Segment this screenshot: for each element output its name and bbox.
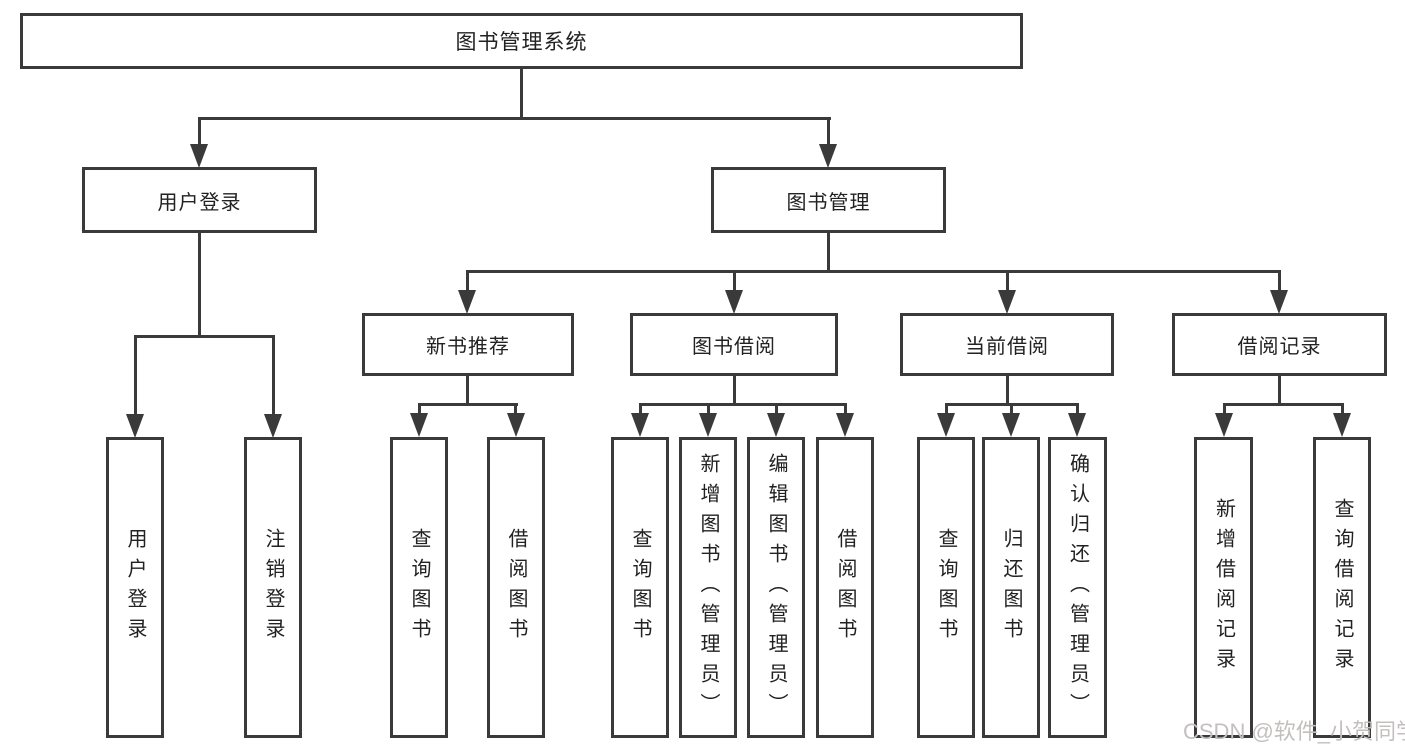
connector-hline [134,335,275,338]
connector-hline [418,403,518,406]
arrow-shaft [775,405,778,415]
connector-vline [520,69,523,119]
arrow-down-icon [126,414,144,438]
connector-vline [1278,376,1281,406]
node-book-borrow: 图书借阅 [630,313,838,376]
arrow-shaft [1076,405,1079,415]
arrow-down-icon [1002,413,1020,437]
node-new-book-recommend: 新书推荐 [362,313,574,376]
arrow-down-icon [1333,413,1351,437]
arrow-shaft [639,405,642,415]
connector-hline [945,403,1079,406]
arrow-shaft [134,337,137,415]
arrow-down-icon [767,413,785,437]
connector-vline [1006,376,1009,406]
csdn-watermark: CSDN @软件_小贺同学 [1183,719,1405,744]
arrow-shaft [1223,405,1226,415]
arrow-shaft [733,272,736,292]
leaf-confirm-return-admin: 确认归还（管理员） [1048,437,1107,738]
arrow-shaft [418,405,421,415]
arrow-down-icon [190,144,208,168]
arrow-shaft [198,119,201,147]
connector-vline [733,376,736,406]
arrow-down-icon [725,290,743,314]
leaf-query-books-current: 查询图书 [917,437,975,738]
connector-vline [827,233,830,273]
leaf-query-books-recommend: 查询图书 [390,437,448,738]
arrow-down-icon [937,413,955,437]
leaf-logout: 注销登录 [244,437,302,738]
arrow-shaft [1006,272,1009,292]
node-root-system: 图书管理系统 [20,13,1023,69]
arrow-down-icon [836,413,854,437]
arrow-down-icon [507,413,525,437]
leaf-query-borrow-record: 查询借阅记录 [1313,437,1371,738]
arrow-down-icon [1215,413,1233,437]
arrow-shaft [1341,405,1344,415]
arrow-shaft [827,119,830,147]
leaf-edit-books-admin: 编辑图书（管理员） [747,437,805,738]
leaf-add-books-admin: 新增图书（管理员） [679,437,737,738]
connector-hline [466,270,1281,273]
connector-hline [639,403,847,406]
arrow-shaft [466,272,469,292]
arrow-down-icon [819,144,837,168]
arrow-down-icon [998,290,1016,314]
arrow-down-icon [410,413,428,437]
arrow-shaft [945,405,948,415]
arrow-shaft [1010,405,1013,415]
arrow-down-icon [631,413,649,437]
arrow-shaft [844,405,847,415]
node-borrow-records: 借阅记录 [1172,313,1387,376]
connector-hline [198,117,831,120]
leaf-add-borrow-record: 新增借阅记录 [1194,437,1253,738]
node-current-borrow: 当前借阅 [900,313,1114,376]
node-user-login: 用户登录 [82,167,317,233]
leaf-query-books-borrow: 查询图书 [611,437,669,738]
arrow-shaft [1278,272,1281,292]
arrow-down-icon [264,414,282,438]
leaf-user-login: 用户登录 [106,437,164,738]
arrow-shaft [707,405,710,415]
arrow-down-icon [1068,413,1086,437]
connector-hline [1223,403,1344,406]
leaf-borrow-books: 借阅图书 [816,437,874,738]
arrow-down-icon [458,290,476,314]
leaf-borrow-books-recommend: 借阅图书 [487,437,545,738]
arrow-down-icon [1270,290,1288,314]
leaf-return-books: 归还图书 [982,437,1040,738]
connector-vline [198,233,201,338]
connector-vline [466,376,469,406]
node-book-management: 图书管理 [711,167,946,233]
arrow-shaft [514,405,517,415]
arrow-shaft [272,337,275,415]
arrow-down-icon [699,413,717,437]
